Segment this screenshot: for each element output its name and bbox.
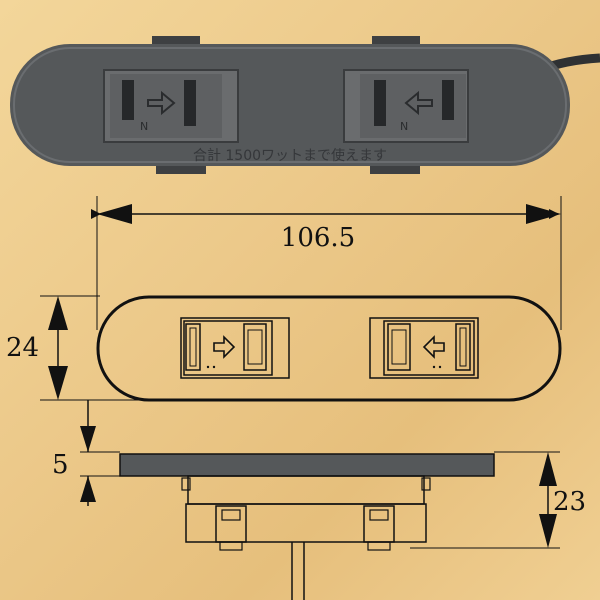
flange-thickness-label: 5: [52, 450, 69, 480]
socket-right: N: [343, 69, 469, 143]
length-dimension-label: 106.5: [281, 223, 355, 253]
side-view-drawing: 5 23: [52, 400, 586, 600]
socket-slot: [122, 80, 134, 120]
device-outline-top: [96, 295, 562, 402]
side-clip-right: [363, 505, 395, 551]
arrow-right-icon: [147, 90, 176, 116]
side-clip-left: [215, 505, 247, 551]
height-dimension-label: 24: [6, 333, 39, 363]
socket-left: N: [103, 69, 239, 143]
socket-slot: [374, 80, 386, 126]
pole-label: N: [140, 120, 148, 133]
arrow-right-icon: [213, 335, 236, 359]
housing-body: [187, 475, 425, 505]
device-photo: N N 合計 1500ワットまで使えます: [10, 36, 600, 174]
housing-lower: [185, 503, 427, 543]
arrow-left-icon: [404, 90, 433, 116]
arrow-left-icon: [422, 335, 445, 359]
socket-outline-right: [369, 317, 479, 379]
socket-slot: [442, 80, 454, 120]
top-view-drawing: 106.5 24: [6, 196, 562, 402]
flange-plate: [119, 453, 495, 477]
embossed-capacity-text: 合計 1500ワットまで使えます: [193, 147, 387, 164]
socket-outline-left: [180, 317, 290, 379]
socket-slot: [184, 80, 196, 126]
depth-dimension-label: 23: [553, 487, 586, 517]
pole-label: N: [400, 120, 408, 133]
